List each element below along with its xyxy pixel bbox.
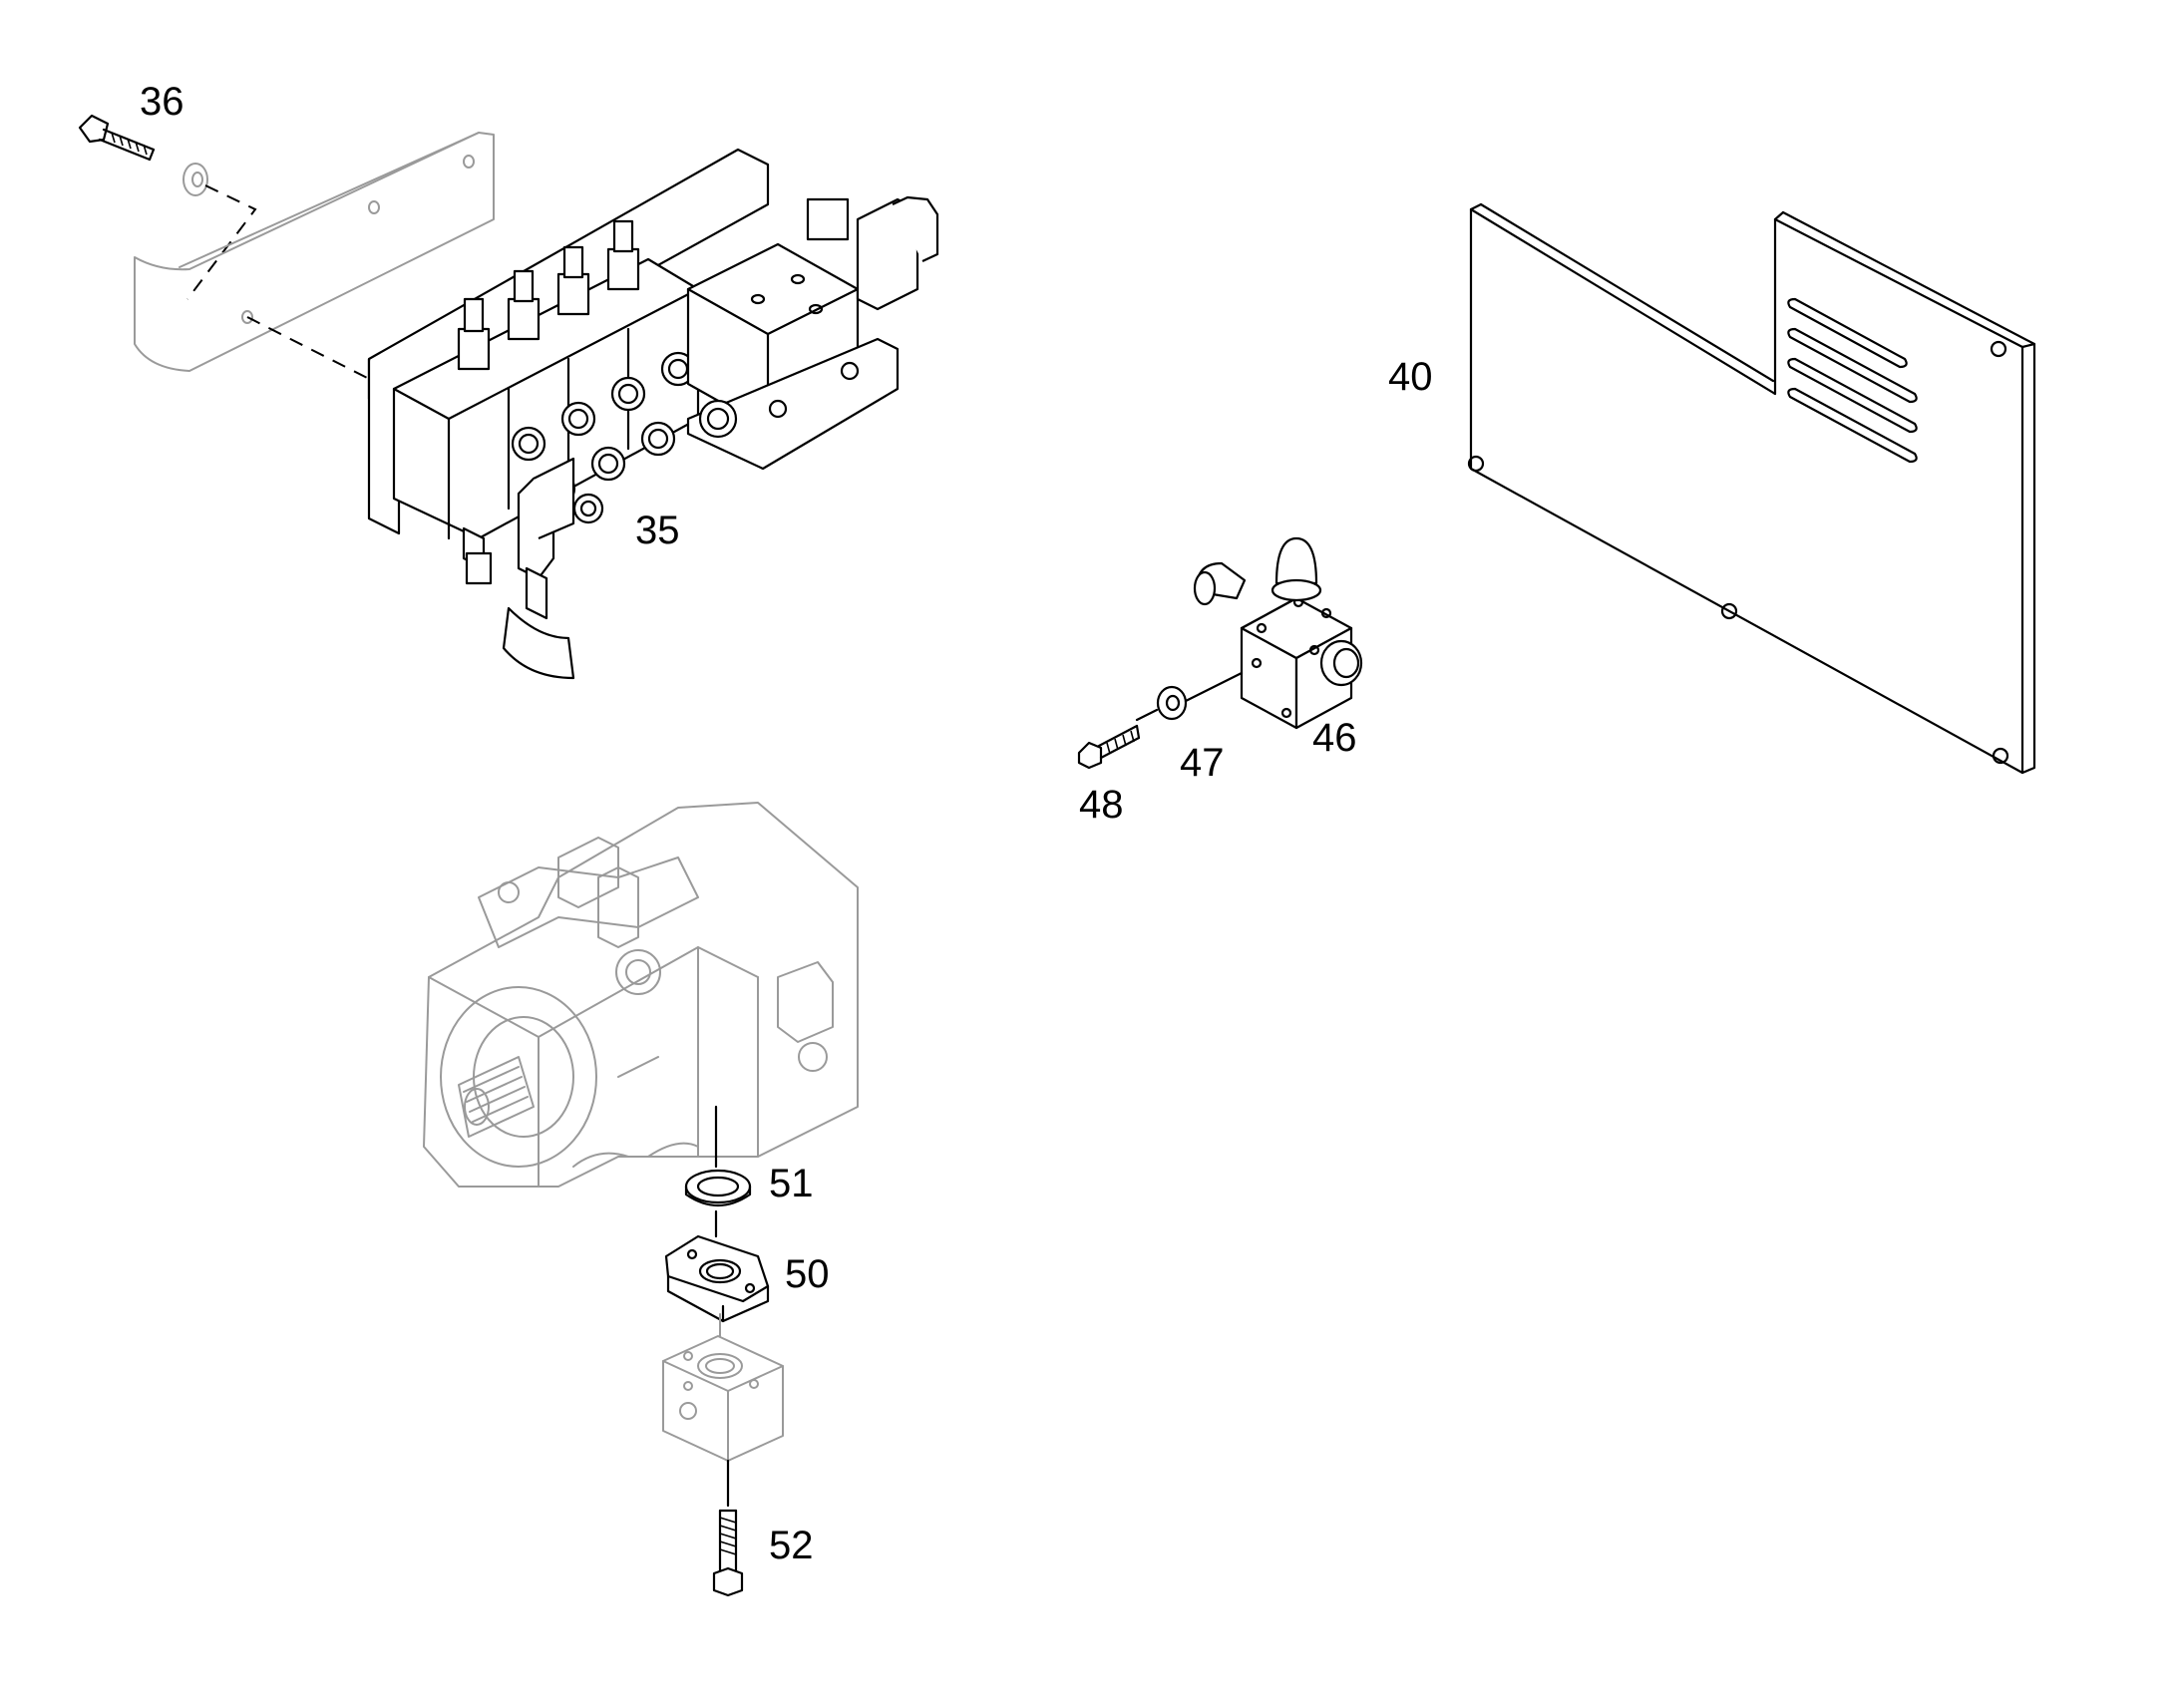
bolt-part-36 <box>78 114 156 162</box>
washer-part-36 <box>182 163 208 196</box>
mounting-bracket <box>134 132 495 372</box>
flange-part-50 <box>664 1234 770 1323</box>
callout-46: 46 <box>1312 716 1357 760</box>
control-valve-assembly-part-35 <box>367 148 939 680</box>
hydraulic-pump-assembly <box>423 802 859 1188</box>
callout-48: 48 <box>1079 783 1124 827</box>
callout-52: 52 <box>769 1524 814 1567</box>
valve-block-part-46 <box>1193 536 1363 730</box>
callout-36: 36 <box>140 80 184 124</box>
callout-50: 50 <box>785 1252 830 1296</box>
cover-panel-part-40 <box>1467 202 2036 775</box>
o-ring-part-51 <box>684 1169 752 1206</box>
callout-40: 40 <box>1388 355 1433 399</box>
bolt-part-48 <box>1077 724 1141 770</box>
adapter-block <box>662 1335 784 1462</box>
bolt-part-52 <box>712 1509 744 1597</box>
callout-47: 47 <box>1180 741 1225 785</box>
washer-part-47 <box>1156 685 1188 721</box>
callout-35: 35 <box>635 509 680 552</box>
callout-51: 51 <box>769 1162 814 1205</box>
